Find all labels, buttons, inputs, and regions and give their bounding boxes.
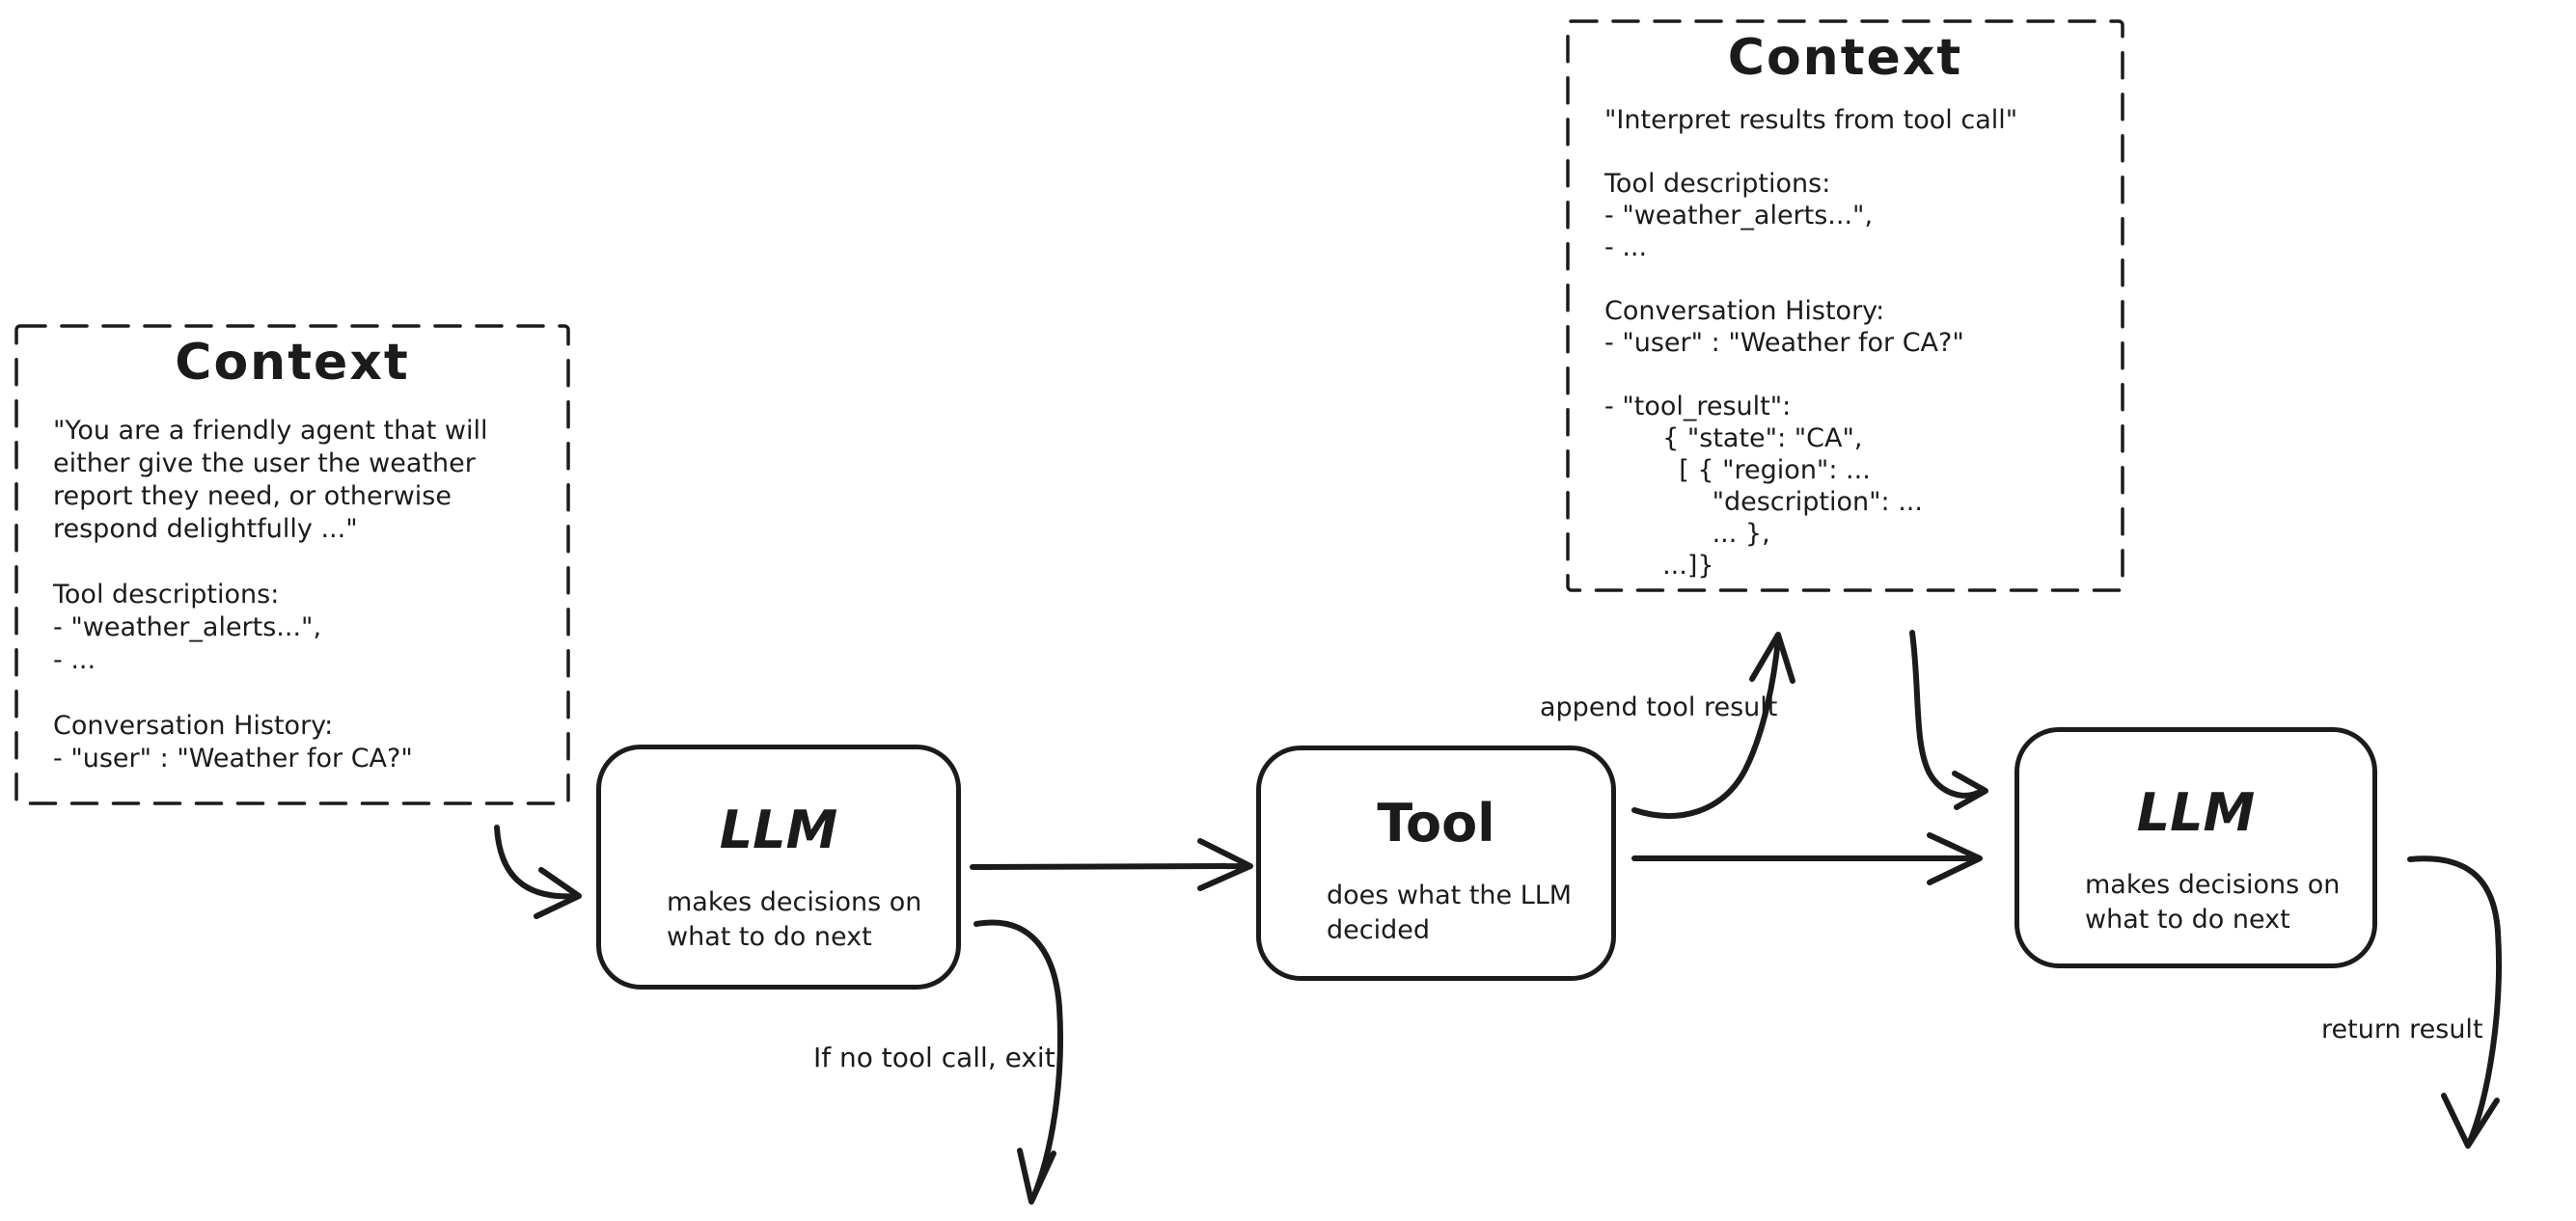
context-left-title: Context: [175, 334, 410, 392]
arrow-context-right-to-llm2: [1909, 630, 1988, 810]
edge-label-append-tool-result: append tool result: [1540, 692, 1778, 722]
arrow-tool-to-llm2: [1631, 832, 1983, 885]
context-box-right: Context "Interpret results from tool cal…: [1568, 21, 2123, 590]
node-llm-1: LLM makes decisions on what to do next: [596, 745, 961, 990]
node-tool: Tool does what the LLM decided: [1256, 746, 1616, 981]
node-llm-2-title: LLM: [2136, 782, 2256, 843]
node-tool-description: does what the LLM decided: [1327, 881, 1573, 945]
edge-label-return-result: return result: [2321, 1015, 2483, 1045]
arrow-context-left-to-llm1: [494, 825, 582, 919]
arrow-tool-to-context-right: [1631, 632, 1795, 819]
context-right-title: Context: [1727, 29, 1963, 87]
arrow-llm1-to-tool: [970, 838, 1253, 891]
edge-label-no-tool-call-exit: If no tool call, exit: [813, 1042, 1055, 1073]
arrow-llm1-exit: [973, 919, 1064, 1205]
node-llm-1-title: LLM: [719, 800, 838, 860]
node-tool-title: Tool: [1377, 793, 1495, 854]
node-llm-2: LLM makes decisions on what to do next: [2014, 727, 2377, 968]
context-right-body: "Interpret results from tool call" Tool …: [1604, 105, 2018, 581]
arrow-llm2-return: [2407, 855, 2503, 1149]
context-box-left: Context "You are a friendly agent that w…: [16, 326, 568, 803]
node-llm-2-description: makes decisions on what to do next: [2085, 870, 2341, 935]
context-right-border: [1566, 19, 2124, 592]
context-left-body: "You are a friendly agent that will eith…: [53, 416, 488, 773]
node-llm-1-description: makes decisions on what to do next: [667, 887, 922, 952]
context-left-border: [14, 324, 570, 805]
